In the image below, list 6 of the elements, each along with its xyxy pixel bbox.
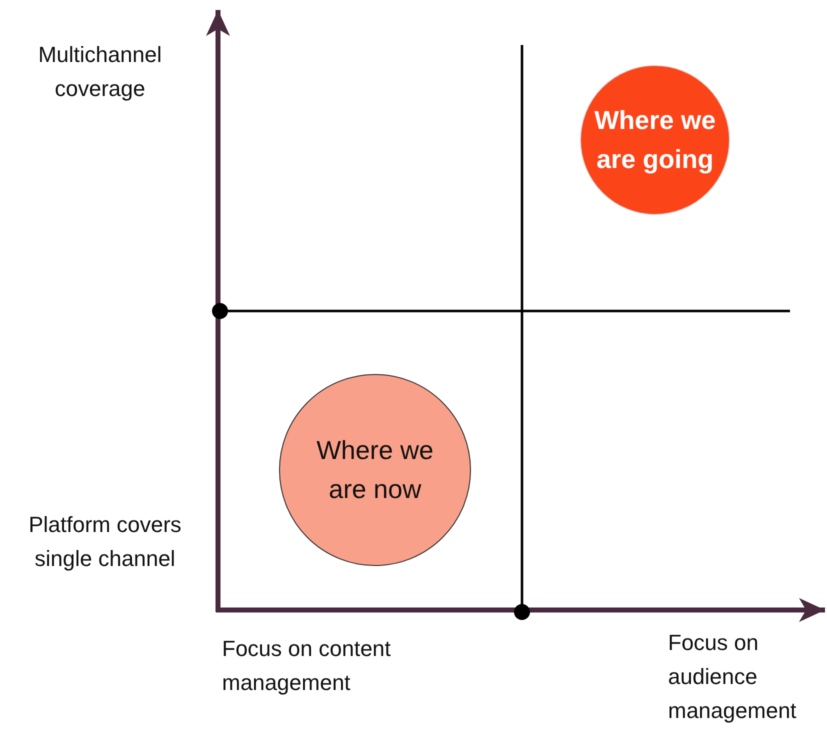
circle-label: Where we are going [593, 104, 717, 176]
axis-label: Platform covers single channel [28, 511, 182, 573]
axis-label: Multichannel coverage [37, 41, 163, 103]
circle-label: Where we are now [315, 434, 435, 506]
axis-label: Focus on audience management [668, 629, 798, 725]
axis-label: Focus on content management [222, 635, 392, 697]
